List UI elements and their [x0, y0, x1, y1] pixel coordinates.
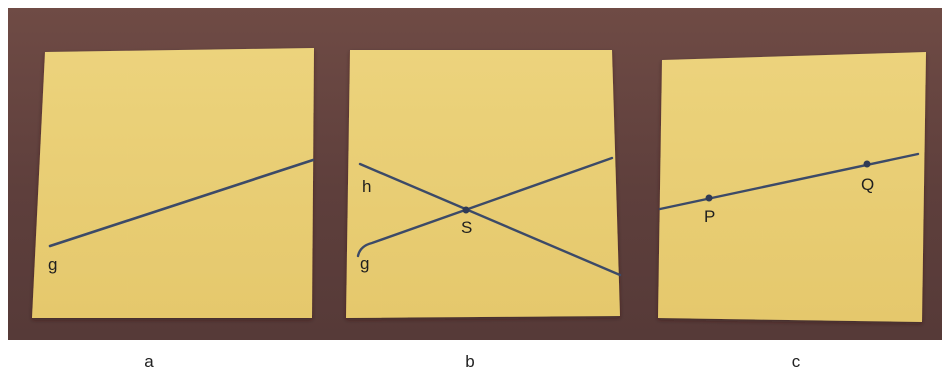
- paper-sheet-a: [32, 48, 314, 318]
- line-g-a: [48, 158, 315, 248]
- point-q: [863, 160, 871, 168]
- caption-b: b: [465, 352, 475, 371]
- line-pq-c: [658, 152, 920, 211]
- point-label-q: Q: [861, 175, 874, 194]
- point-label-p: P: [704, 207, 715, 226]
- paper-sheet-c: [658, 52, 926, 322]
- note-b: h g S: [346, 50, 622, 318]
- point-label-s: S: [461, 218, 472, 237]
- paper-sheet-b: [346, 50, 620, 318]
- caption-a: a: [144, 352, 154, 371]
- note-a: g: [32, 48, 315, 318]
- line-label-h-b: h: [362, 177, 371, 196]
- line-label-g-a: g: [48, 255, 57, 274]
- note-c: P Q: [658, 52, 926, 322]
- line-label-g-b: g: [360, 254, 369, 273]
- line-h-b: [358, 162, 622, 277]
- line-g-b: [356, 156, 614, 258]
- point-s: [462, 206, 470, 214]
- point-p: [705, 194, 713, 202]
- caption-c: c: [791, 352, 801, 371]
